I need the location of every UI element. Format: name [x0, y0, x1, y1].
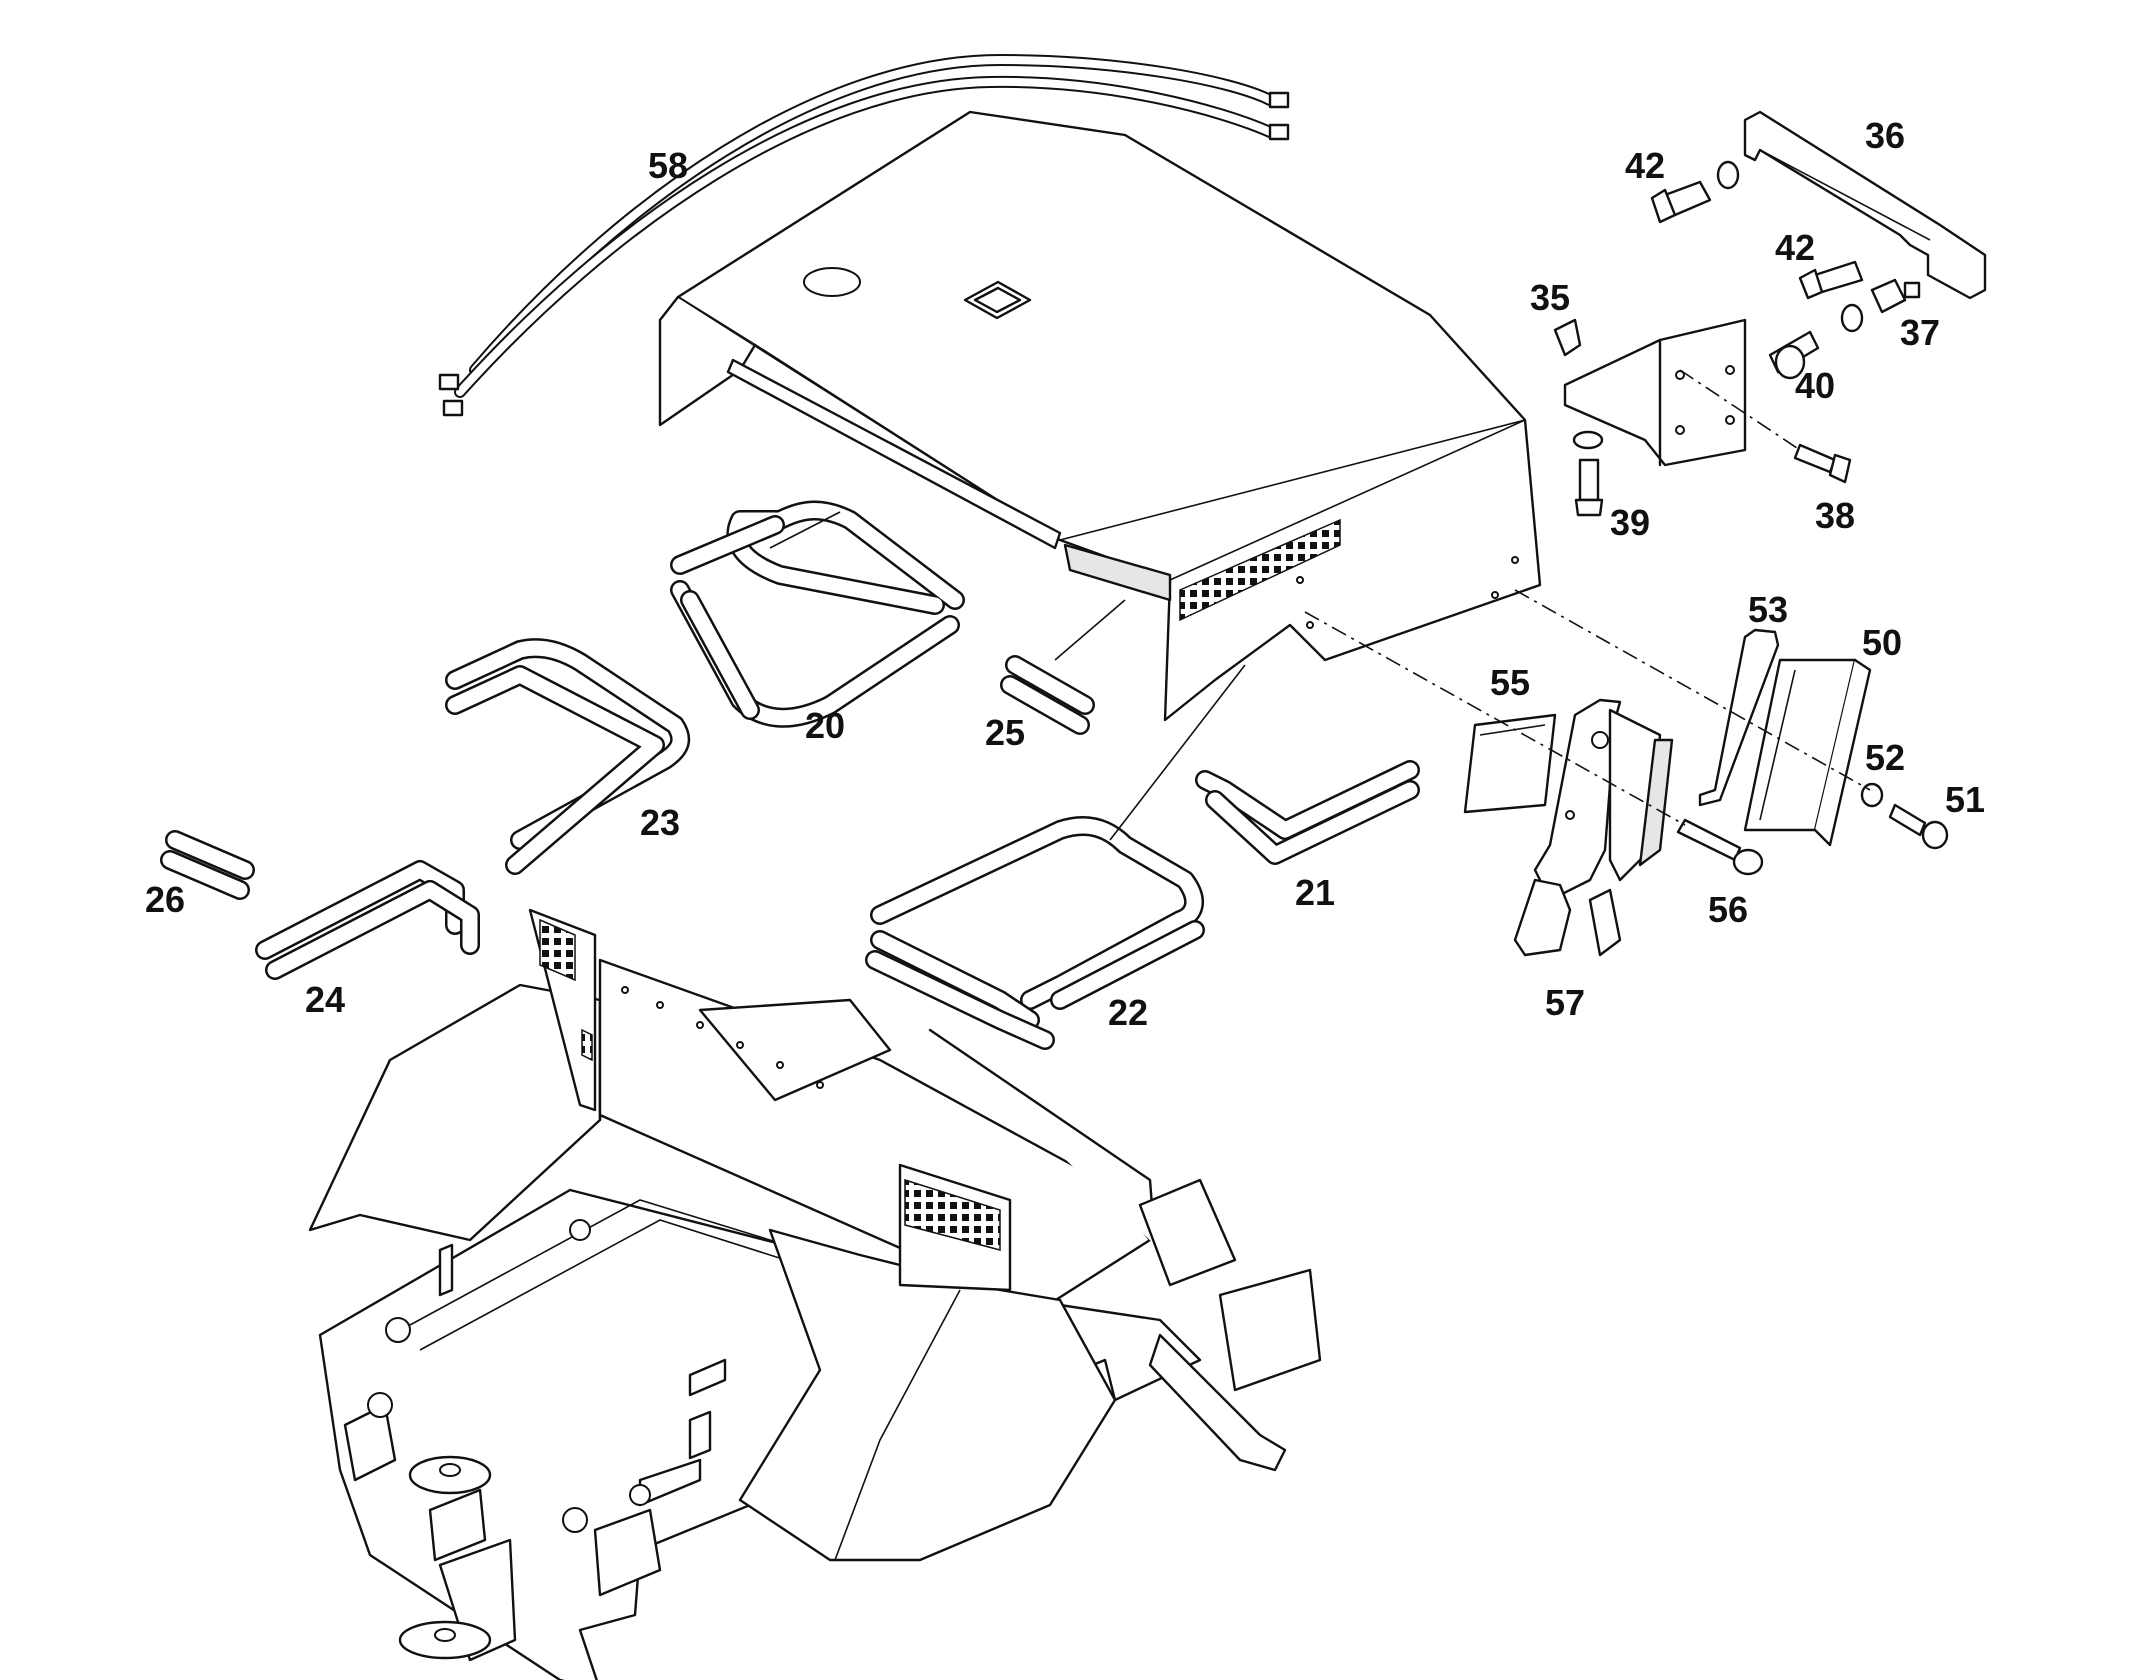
leader-line: [1054, 599, 1126, 661]
leader-line: [1514, 589, 1871, 791]
bolt-40: [1768, 303, 1864, 380]
callout-56: 56: [1708, 889, 1748, 930]
pad-50: [1743, 658, 1872, 847]
bracket-35: [1553, 318, 1747, 467]
tube-seal-21: [1195, 760, 1420, 865]
callout-52: 52: [1865, 737, 1905, 778]
screw-42-lower: [1798, 260, 1864, 300]
washer-52: [1860, 782, 1884, 808]
callout-22: 22: [1108, 992, 1148, 1033]
callout-35: 35: [1530, 277, 1570, 318]
tube-seal-23: [445, 638, 691, 875]
callout-42-upper: 42: [1625, 145, 1665, 186]
handle-36: [1743, 110, 1987, 300]
callout-25: 25: [985, 712, 1025, 753]
callout-36: 36: [1865, 115, 1905, 156]
callout-40: 40: [1795, 365, 1835, 406]
leader-line: [769, 511, 841, 549]
screw-39: [1572, 430, 1604, 517]
callout-57: 57: [1545, 982, 1585, 1023]
callout-51: 51: [1945, 779, 1985, 820]
tube-seal-24: [255, 860, 480, 980]
callout-26: 26: [145, 879, 185, 920]
tube-seal-20: [670, 500, 965, 728]
latch-57: [1513, 698, 1674, 957]
callout-55: 55: [1490, 662, 1530, 703]
bolt-56: [1676, 818, 1764, 876]
leader-line: [1679, 369, 1801, 451]
callout-50: 50: [1862, 622, 1902, 663]
tube-piece-25: [1000, 655, 1095, 735]
callout-58: 58: [648, 145, 688, 186]
callout-39: 39: [1610, 502, 1650, 543]
pad-55: [1463, 713, 1557, 814]
bolt-51: [1888, 803, 1949, 850]
callout-42-lower: 42: [1775, 227, 1815, 268]
cable-harness-58: [438, 53, 1290, 417]
screw-38: [1793, 443, 1852, 484]
leader-line: [1109, 664, 1246, 841]
callout-20: 20: [805, 705, 845, 746]
tube-piece-26: [160, 830, 255, 900]
callout-37: 37: [1900, 312, 1940, 353]
seal-strip-53: [1698, 628, 1780, 807]
callout-24: 24: [305, 979, 345, 1020]
callout-38: 38: [1815, 495, 1855, 536]
chassis-frame: [308, 908, 1322, 1680]
callout-21: 21: [1295, 872, 1335, 913]
screw-42-upper: [1650, 160, 1740, 224]
rubber-buffer-37: [1870, 278, 1921, 314]
leader-line: [1304, 611, 1686, 826]
engine-hood: [658, 110, 1542, 722]
callout-23: 23: [640, 802, 680, 843]
callout-53: 53: [1748, 589, 1788, 630]
tube-seal-22: [865, 816, 1205, 1050]
callout-labels: 58 36 42 42 35 37 40 39 38 53 50 55 52 5…: [145, 115, 1985, 1033]
